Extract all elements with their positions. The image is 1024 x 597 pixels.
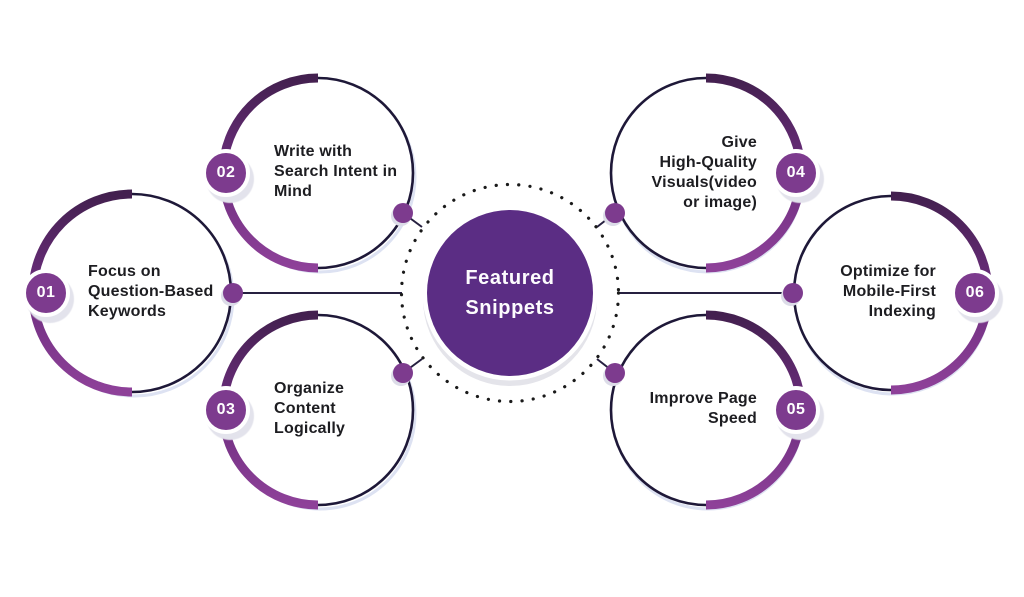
- connector-dot-06: [783, 283, 803, 303]
- connector-dot-04: [605, 203, 625, 223]
- badge-number: 02: [216, 164, 236, 181]
- label-item-05: Improve Page Speed: [649, 390, 757, 427]
- label-item-01: Focus on Question-Based Keywords: [88, 263, 214, 320]
- badge-item-01: 01: [22, 269, 70, 317]
- badge-item-03: 03: [202, 386, 250, 434]
- center-hub: [399, 182, 621, 404]
- hub-dotted-ring: [399, 182, 621, 404]
- hub-title: Featured Snippets: [465, 267, 555, 319]
- label-item-06: Optimize for Mobile-First Indexing: [840, 263, 936, 320]
- badge-item-05: 05: [772, 386, 820, 434]
- connector-dot-05: [605, 363, 625, 383]
- badge-item-04: 04: [772, 149, 820, 197]
- badge-item-02: 02: [202, 149, 250, 197]
- label-item-03: Organize Content Logically: [274, 380, 346, 437]
- hub-circle: [427, 210, 593, 376]
- connector-dot-02: [393, 203, 413, 223]
- badge-number: 06: [965, 284, 985, 301]
- connector-dot-03: [393, 363, 413, 383]
- badge-number: 01: [36, 284, 56, 301]
- badge-number: 04: [786, 164, 806, 181]
- connector-dot-01: [223, 283, 243, 303]
- label-item-04: Give High-Quality Visuals(video or image…: [651, 134, 757, 211]
- badge-number: 03: [216, 401, 236, 418]
- label-item-02: Write with Search Intent in Mind: [274, 143, 398, 200]
- badge-item-06: 06: [951, 269, 999, 317]
- connector-dots: [221, 203, 803, 386]
- badge-number: 05: [786, 401, 806, 418]
